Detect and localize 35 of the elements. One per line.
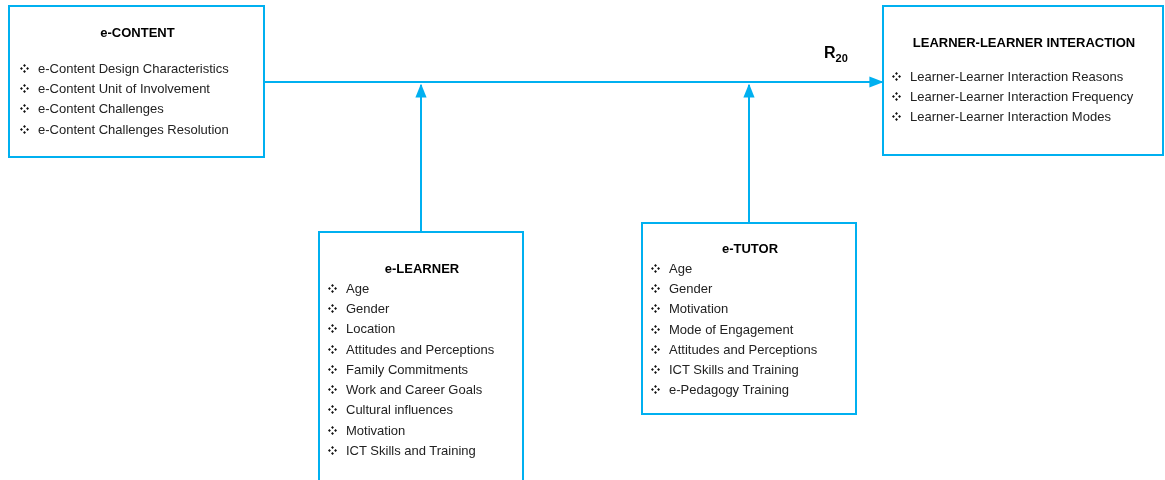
text-box [641, 222, 857, 415]
bullet-item: Attitudes and Perceptions [669, 341, 818, 357]
text-box [882, 5, 1164, 156]
bullet-item: Learner-Learner Interaction Reasons [910, 68, 1124, 84]
bullet-item: Age [346, 280, 370, 296]
bullet-item: e-Content Unit of Involvement [38, 80, 210, 96]
bullet-item: Motivation [346, 422, 406, 438]
bullet-item: Work and Career Goals [346, 382, 483, 398]
box-heading: e-TUTOR [721, 241, 779, 256]
box-heading: e-LEARNER [384, 261, 460, 276]
box-heading: LEARNER-LEARNER INTERACTION [912, 35, 1136, 50]
text-box [318, 231, 524, 480]
bullet-item: Age [669, 260, 693, 276]
bullet-item: Cultural influences [346, 402, 453, 418]
bullet-item: Gender [346, 300, 390, 316]
bullet-item: ICT Skills and Training [669, 362, 799, 378]
edge-label: R$_{20}$ [822, 44, 850, 65]
bullet-item: Motivation [669, 301, 729, 317]
bullet-item: e-Content Challenges Resolution [38, 121, 229, 137]
box-heading: e-CONTENT [100, 25, 175, 40]
bullet-item: e-Content Challenges [38, 101, 164, 117]
bullet-item: Learner-Learner Interaction Modes [910, 109, 1111, 125]
arrow [264, 76, 884, 88]
bullet-item: ICT Skills and Training [346, 443, 476, 458]
bullet-item: Gender [669, 280, 713, 296]
bullet-item: Learner-Learner Interaction Frequency [910, 88, 1134, 104]
bullet-item: Mode of Engagement [669, 321, 794, 337]
bullet-item: Family Commitments [346, 361, 469, 377]
bullet-item: e-Content Design Characteristics [38, 60, 229, 76]
bullet-item: Attitudes and Perceptions [346, 341, 495, 357]
bullet-item: e-Pedagogy Training [669, 382, 789, 398]
arrow [743, 83, 755, 223]
bullet-item: Location [346, 321, 396, 337]
text-box [8, 5, 265, 158]
arrow [415, 83, 427, 232]
